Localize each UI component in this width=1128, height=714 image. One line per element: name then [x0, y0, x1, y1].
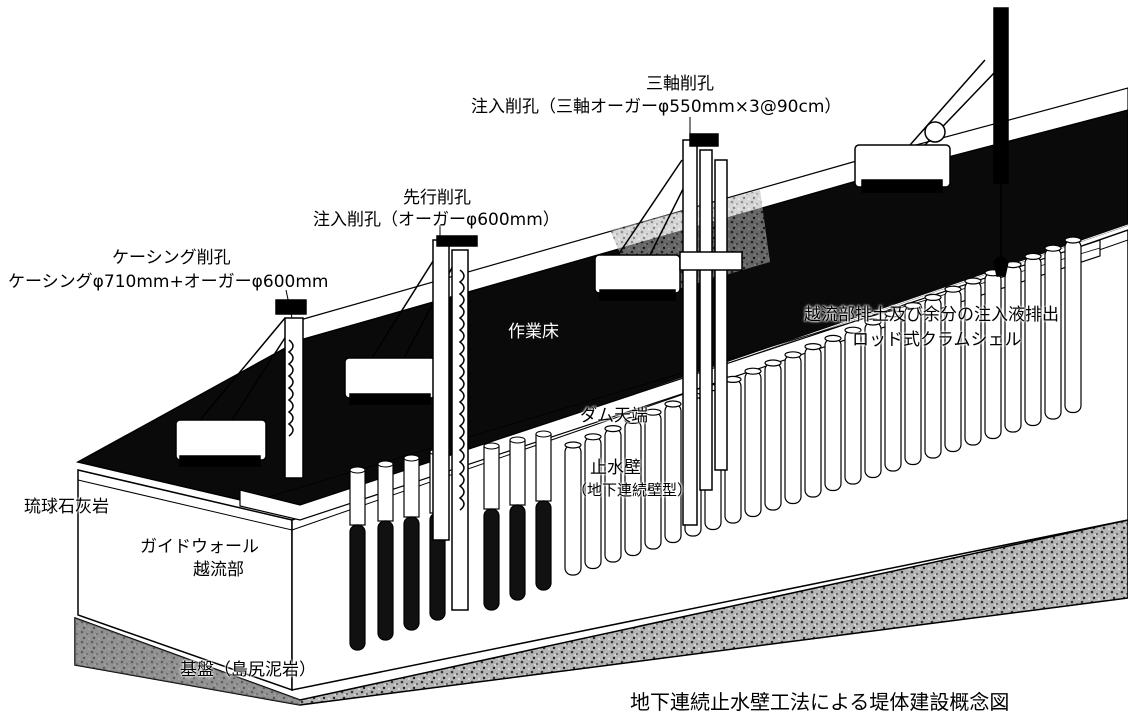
guide-wall-label: ガイドウォール: [140, 537, 259, 557]
cutoff-wall-label: 止水壁: [590, 458, 641, 478]
grouted-column: [509, 436, 526, 601]
wall-column-top: [844, 326, 862, 334]
wall-column: [1024, 255, 1042, 427]
wall-column-top: [864, 318, 882, 326]
bedrock-label: 基盤（島尻泥岩）: [180, 660, 316, 680]
wall-column-top: [804, 343, 822, 351]
wall-column-top: [1064, 236, 1082, 244]
advance-detail: 注入削孔（オーガーφ600mm）: [313, 210, 560, 230]
wall-column: [784, 354, 802, 505]
wall-column: [664, 403, 682, 544]
wall-column: [584, 436, 602, 570]
casing-drill-rig: [175, 299, 307, 479]
wall-column-top: [944, 285, 962, 293]
triaxial-detail: 注入削孔（三軸オーガーφ550mm×3@90cm）: [471, 97, 842, 117]
casing-title: ケーシング削孔: [112, 248, 231, 268]
wall-column: [804, 346, 822, 498]
wall-column-top: [764, 359, 782, 367]
diagram-caption: 地下連続止水壁工法による堤体建設概念図: [630, 690, 1010, 714]
clamshell-label: ロッド式クラムシェル: [852, 330, 1022, 350]
wall-column-top: [964, 277, 982, 285]
dam-crest-label: ダム天端: [580, 406, 648, 426]
grouted-column: [403, 454, 420, 631]
leader-lines: [285, 117, 691, 319]
wall-column: [1044, 247, 1062, 420]
cutoff-wall-type-label: （地下連続壁型）: [572, 481, 693, 499]
wall-column: [984, 272, 1002, 440]
wall-column-top: [1044, 244, 1062, 252]
wall-column-top: [884, 310, 902, 318]
triaxial-title: 三軸削孔: [646, 74, 714, 94]
triaxial-drill-rig: [594, 133, 743, 526]
wall-column-top: [564, 441, 582, 449]
wall-column-top: [624, 416, 642, 424]
wall-column-top: [584, 433, 602, 441]
wall-column: [824, 337, 842, 492]
grouted-column: [483, 442, 500, 611]
clamshell-crane: [854, 7, 1009, 277]
bedrock-layer: [74, 519, 1128, 706]
wall-column-top: [924, 293, 942, 301]
wall-column-top: [904, 302, 922, 310]
wall-column: [744, 370, 762, 518]
casing-detail: ケーシングφ710mm+オーガーφ600mm: [8, 272, 329, 292]
wall-column-top: [664, 400, 682, 408]
advance-drill-rig: [344, 235, 478, 611]
wall-column: [564, 444, 582, 576]
wall-column: [1064, 239, 1082, 414]
overflow-discharge-label: 越流部排土及び余分の注入液排出: [804, 305, 1059, 325]
grouted-column: [377, 460, 394, 641]
wall-column: [844, 329, 862, 485]
overflow-section-label: 越流部: [193, 560, 244, 580]
wall-column-top: [824, 334, 842, 342]
grouted-column: [349, 466, 366, 651]
wall-column: [764, 362, 782, 511]
cutoff-wall-columns: [564, 236, 1082, 576]
wall-column-top: [1024, 252, 1042, 260]
wall-column-top: [644, 408, 662, 416]
advance-title: 先行削孔: [403, 188, 471, 208]
limestone-label: 琉球石灰岩: [24, 497, 109, 517]
grouted-column: [535, 430, 552, 591]
wall-column-top: [604, 425, 622, 433]
wall-column-top: [784, 351, 802, 359]
wall-column-top: [744, 367, 762, 375]
work-floor-label: 作業床: [508, 322, 559, 342]
